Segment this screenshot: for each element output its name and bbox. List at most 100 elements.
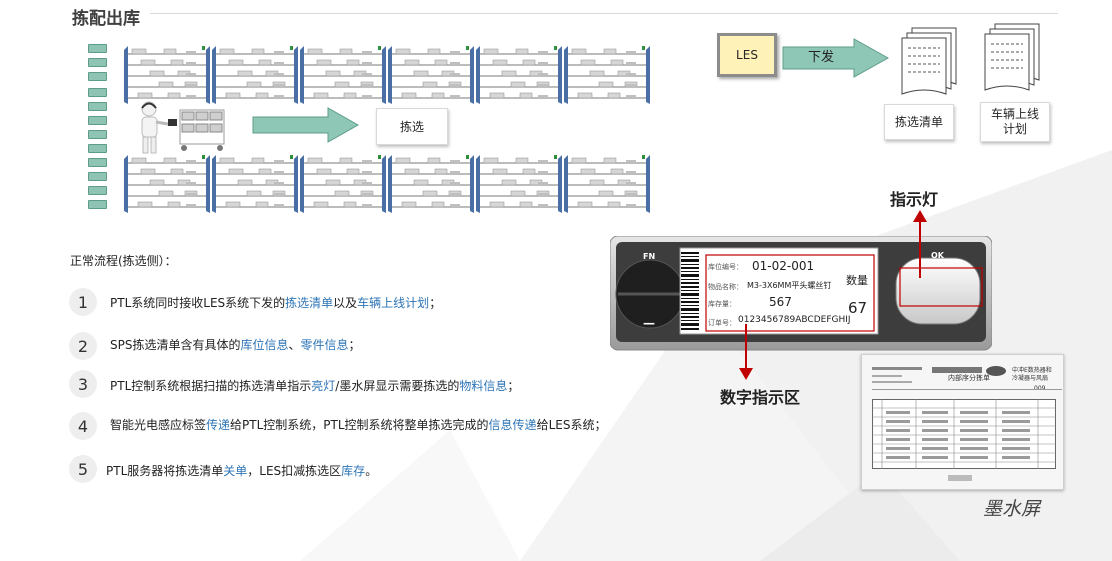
loc-key: 库位编号： xyxy=(708,263,743,271)
tote-bin xyxy=(88,172,107,181)
step-fragment: ； xyxy=(507,379,520,393)
step-fragment: ，LES扣减拣选区 xyxy=(247,464,342,478)
dispatch-arrow-label: 下发 xyxy=(808,50,835,65)
step-fragment: PTL控制系统根据扫描的拣选清单指示 xyxy=(110,379,312,393)
step-highlight: 零件信息 xyxy=(300,338,349,352)
dispatch-arrow xyxy=(782,38,890,78)
tote-bin xyxy=(88,186,107,195)
step-highlight: 关单 xyxy=(223,464,248,478)
step-number: 3 xyxy=(69,370,97,398)
step-fragment: PTL系统同时接收LES系统下发的 xyxy=(110,296,286,310)
tote-bin xyxy=(88,200,107,209)
epaper-header-right-2: 冷凝器与风扇 xyxy=(1012,375,1049,382)
step-text: SPS拣选清单含有具体的库位信息、零件信息； xyxy=(110,336,361,353)
epaper-header-logo xyxy=(872,366,1062,390)
tote-bin xyxy=(88,102,107,111)
ok-label: OK xyxy=(931,251,944,260)
picker-worker-with-cart xyxy=(141,101,225,154)
tote-bin xyxy=(88,116,107,125)
step-highlight: 传递 xyxy=(206,418,231,432)
ptl-device xyxy=(610,236,992,351)
storage-rack xyxy=(124,46,210,104)
storage-rack xyxy=(388,155,474,213)
tote-bin xyxy=(88,58,107,67)
epaper-display: 内部序分拣单 中冲E数热器和 冷凝器与风扇 009 xyxy=(861,354,1064,490)
step-fragment: SPS拣选清单含有具体的 xyxy=(110,338,241,352)
name-val: M3-3X6MM平头螺丝钉 xyxy=(747,281,832,290)
epaper-header-right-1: 中冲E数热器和 xyxy=(1012,367,1052,374)
step-highlight: 拣选清单 xyxy=(285,296,334,310)
step-fragment: ； xyxy=(348,338,361,352)
storage-rack xyxy=(476,46,562,104)
fn-label: FN xyxy=(643,252,656,261)
step-fragment: 。 xyxy=(365,464,378,478)
digit-area-arrow xyxy=(739,324,753,380)
step-highlight: 库存 xyxy=(341,464,366,478)
step-fragment: /墨水屏显示需要拣选的 xyxy=(335,379,460,393)
minus-label: — xyxy=(643,316,655,330)
stock-val: 567 xyxy=(769,295,792,309)
tote-bin xyxy=(88,144,107,153)
tote-bin xyxy=(88,72,107,81)
step-highlight: 车辆上线计划 xyxy=(357,296,430,310)
storage-rack xyxy=(212,155,298,213)
step-number: 4 xyxy=(69,412,97,440)
vehicle-plan-doc-icon xyxy=(984,23,1040,91)
pick-box: 拣选 xyxy=(376,108,448,145)
device-barcode xyxy=(681,252,699,330)
vehicle-plan-label: 车辆上线 计划 xyxy=(980,102,1050,142)
tote-bin xyxy=(88,88,107,97)
pick-list-doc-icon xyxy=(901,27,957,95)
vehicle-plan-label-line2: 计划 xyxy=(1002,122,1027,136)
title-divider xyxy=(150,13,1058,14)
les-system-box: LES xyxy=(717,33,777,77)
tote-bin xyxy=(88,158,107,167)
storage-rack xyxy=(300,46,386,104)
step-highlight: 库位信息 xyxy=(240,338,289,352)
storage-rack xyxy=(212,46,298,104)
step-fragment: PTL服务器将拣选清单 xyxy=(106,464,224,478)
step-number: 5 xyxy=(69,455,97,483)
storage-rack xyxy=(300,155,386,213)
tote-bin xyxy=(88,130,107,139)
stock-key: 库存量： xyxy=(708,300,736,308)
step-highlight: 亮灯 xyxy=(311,379,336,393)
step-highlight: 信息传递 xyxy=(488,418,537,432)
step-text: PTL服务器将拣选清单关单，LES扣减拣选区库存。 xyxy=(106,462,377,479)
qty-key: 数量 xyxy=(846,274,868,287)
pick-list-label: 拣选清单 xyxy=(884,104,954,140)
storage-rack xyxy=(564,155,650,213)
pick-flow-arrow xyxy=(252,107,360,143)
step-number: 1 xyxy=(69,288,97,316)
digit-area-label: 数字指示区 xyxy=(720,388,801,407)
step-number: 2 xyxy=(69,332,97,360)
order-key: 订单号： xyxy=(708,319,736,327)
step-fragment: 给LES系统； xyxy=(536,418,607,432)
step-fragment: 给PTL控制系统，PTL控制系统将整单拣选完成的 xyxy=(230,418,489,432)
epaper-footer-barcode xyxy=(948,475,972,481)
storage-rack xyxy=(388,46,474,104)
process-intro: 正常流程(拣选侧）： xyxy=(70,254,177,268)
qty-val: 67 xyxy=(848,299,868,317)
epaper-label: 墨水屏 xyxy=(983,498,1041,520)
vehicle-plan-label-line1: 车辆上线 xyxy=(990,107,1039,121)
indicator-light-label: 指示灯 xyxy=(890,190,939,209)
step-text: PTL系统同时接收LES系统下发的拣选清单以及车辆上线计划； xyxy=(110,294,441,311)
epaper-header-title: 内部序分拣单 xyxy=(948,374,990,382)
step-highlight: 物料信息 xyxy=(459,379,508,393)
step-text: PTL控制系统根据扫描的拣选清单指示亮灯/墨水屏显示需要拣选的物料信息； xyxy=(110,377,519,394)
page-title: 拣配出库 xyxy=(72,9,140,29)
step-fragment: ； xyxy=(429,296,442,310)
step-fragment: 、 xyxy=(288,338,301,352)
step-fragment: 智能光电感应标签 xyxy=(110,418,207,432)
epaper-table xyxy=(872,399,1056,469)
step-text: 智能光电感应标签传递给PTL控制系统，PTL控制系统将整单拣选完成的信息传递给L… xyxy=(110,416,606,433)
name-key: 物品名称： xyxy=(708,283,743,291)
storage-rack xyxy=(476,155,562,213)
step-fragment: 以及 xyxy=(333,296,358,310)
storage-rack xyxy=(564,46,650,104)
order-val: 0123456789ABCDEFGHIJ xyxy=(738,315,851,325)
loc-val: 01-02-001 xyxy=(752,259,815,273)
epaper-header-code: 009 xyxy=(1034,385,1046,392)
storage-rack xyxy=(124,155,210,213)
